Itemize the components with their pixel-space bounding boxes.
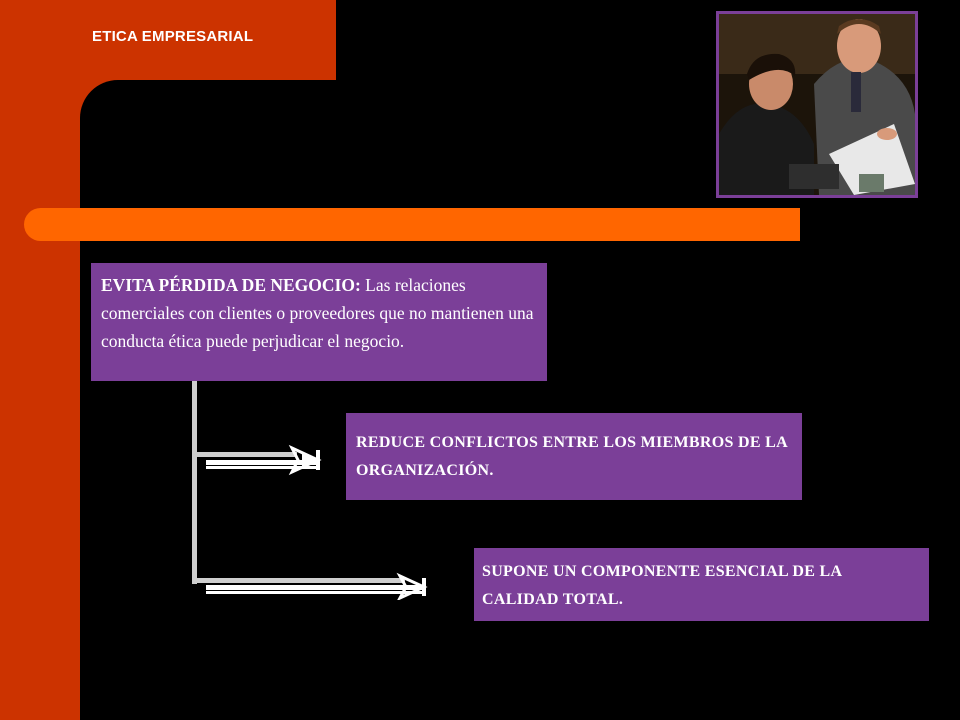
box1-heading: EVITA PÉRDIDA DE NEGOCIO:	[101, 275, 361, 295]
slide-title: ETICA EMPRESARIAL	[92, 28, 254, 45]
box-evita-perdida: EVITA PÉRDIDA DE NEGOCIO: Las relaciones…	[91, 263, 547, 381]
box3-text: SUPONE UN COMPONENTE ESENCIAL DE LA CALI…	[482, 563, 842, 608]
connector-stem	[192, 380, 197, 584]
photo-illustration	[719, 14, 915, 195]
connector-arrows	[192, 380, 428, 600]
box-reduce-conflictos: REDUCE CONFLICTOS ENTRE LOS MIEMBROS DE …	[346, 413, 802, 500]
business-meeting-photo	[716, 11, 918, 198]
arrow-to-box2	[197, 444, 322, 476]
box-calidad-total: SUPONE UN COMPONENTE ESENCIAL DE LA CALI…	[474, 548, 929, 621]
arrow-to-box3	[197, 572, 428, 600]
box2-text: REDUCE CONFLICTOS ENTRE LOS MIEMBROS DE …	[356, 434, 788, 479]
orange-divider-bar	[24, 208, 800, 241]
box1-text: Las relaciones comerciales con clientes …	[101, 275, 534, 351]
